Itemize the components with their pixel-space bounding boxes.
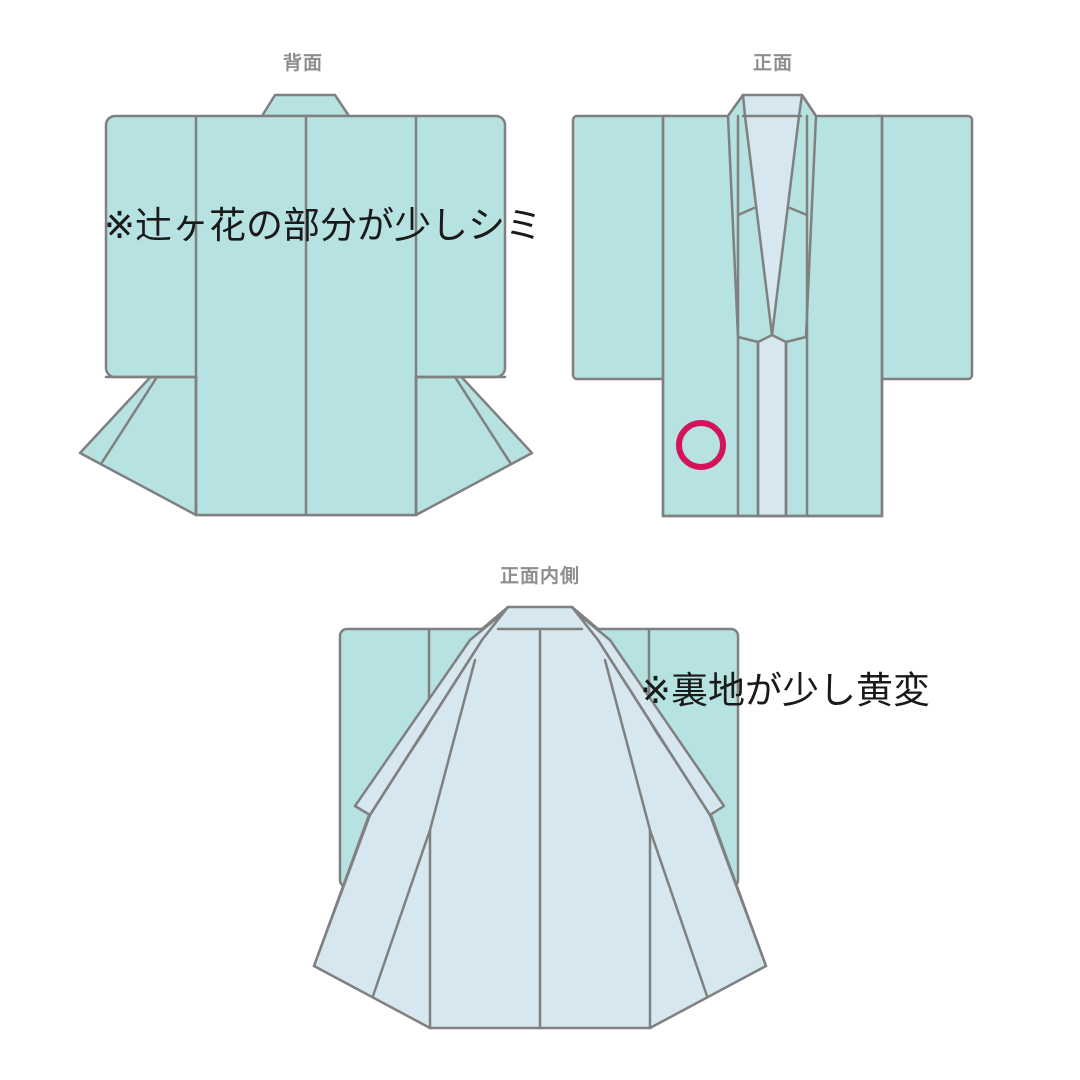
front-view-label: 正面 (752, 52, 794, 74)
back-view-label: 背面 (282, 52, 324, 74)
front-view-garment (571, 93, 974, 518)
stain-note: ※辻ヶ花の部分が少しシミ (104, 204, 543, 247)
front-left-sleeve (571, 114, 675, 381)
back-view-garment (78, 93, 534, 517)
back-collar (260, 93, 351, 118)
back-left-gusset (78, 368, 198, 517)
front-inside-view-label: 正面内側 (499, 565, 581, 587)
stain-location-marker-circle-icon (676, 420, 726, 470)
front-inside-view-garment (312, 605, 768, 1030)
front-center-lining (756, 332, 788, 518)
front-right-sleeve (870, 114, 974, 381)
back-right-gusset (414, 368, 534, 517)
lining-yellowing-note: ※裏地が少し黄変 (640, 669, 931, 712)
